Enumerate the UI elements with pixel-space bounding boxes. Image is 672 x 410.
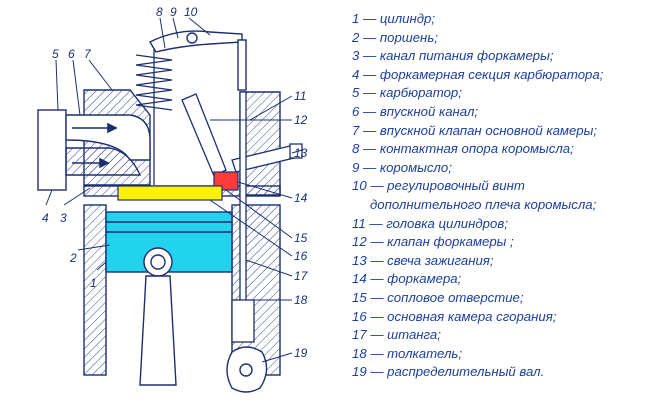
rocker-arm	[149, 30, 247, 91]
spark-plug	[231, 143, 303, 173]
callout-1: 1	[90, 276, 97, 290]
callout-14: 14	[294, 191, 308, 205]
flow-arrows	[72, 122, 118, 169]
legend-item-10-continued: дополнительного плеча коромысла;	[370, 196, 597, 212]
callout-12: 12	[294, 113, 308, 127]
legend-item-7: 7 — впускной клапан основной камеры;	[352, 122, 597, 138]
legend-item-14: 14 — форкамера;	[352, 271, 462, 287]
legend-item-16: 16 — основная камера сгорания;	[352, 308, 557, 324]
connecting-rod	[139, 275, 177, 386]
callout-4: 4	[42, 211, 49, 225]
legend-item-4: 4 — форкамерная секция карбюратора;	[352, 66, 604, 82]
carburetor	[37, 109, 67, 191]
main-combustion-chamber	[117, 185, 223, 201]
callout-8: 8	[156, 5, 163, 19]
callout-5: 5	[52, 47, 59, 61]
legend-item-1: 1 — цилиндр;	[352, 11, 436, 26]
callout-2: 2	[69, 251, 77, 265]
callout-6: 6	[68, 47, 75, 61]
legend-item-6: 6 — впускной канал;	[352, 103, 479, 119]
leader-lines	[45, 17, 303, 363]
legend-item-3: 3 — канал питания форкамеры;	[352, 48, 554, 64]
callout-15: 15	[294, 231, 308, 245]
prechamber-valve	[181, 93, 227, 177]
valve-springs	[135, 40, 173, 185]
callout-17: 17	[294, 269, 309, 283]
callout-7: 7	[84, 47, 92, 61]
callout-9: 9	[170, 5, 177, 19]
pushrod	[231, 91, 255, 343]
legend-item-9: 9 — коромысло;	[352, 159, 452, 175]
camshaft	[226, 346, 268, 393]
legend-item-12: 12 — клапан форкамеры ;	[352, 234, 514, 250]
legend-item-5: 5 — карбюратор;	[352, 85, 462, 101]
callout-3: 3	[60, 211, 67, 225]
legend-item-2: 2 — поршень;	[352, 29, 438, 45]
legend-item-18: 18 — толкатель;	[352, 345, 462, 361]
callout-18: 18	[294, 293, 308, 307]
engine-cross-section-diagram: 1 2 3 4 5 6 7 8 9 10 11 12 13 14 15 16 1…	[37, 5, 309, 393]
callout-10: 10	[184, 5, 198, 19]
legend-item-17: 17 — штанга;	[352, 327, 441, 343]
legend-item-13: 13 — свеча зажигания;	[352, 252, 494, 268]
callout-13: 13	[294, 146, 308, 160]
legend-item-8: 8 — контактная опора коромысла;	[352, 141, 574, 157]
callout-16: 16	[294, 249, 308, 263]
legend-item-15: 15 — сопловое отверстие;	[352, 289, 524, 305]
legend-item-19: 19 — распределительный вал.	[352, 364, 545, 380]
legend-item-11: 11 — головка цилиндров;	[352, 215, 508, 231]
callout-numbers: 1 2 3 4 5 6 7 8 9 10 11 12 13 14 15 16 1…	[42, 5, 309, 360]
callout-19: 19	[294, 346, 308, 360]
piston	[105, 211, 233, 277]
legend-item-10: 10 — регулировочный винт	[352, 178, 525, 194]
parts-legend: 1 — цилиндр; 2 — поршень; 3 — канал пита…	[352, 10, 668, 382]
callout-11: 11	[294, 89, 306, 103]
